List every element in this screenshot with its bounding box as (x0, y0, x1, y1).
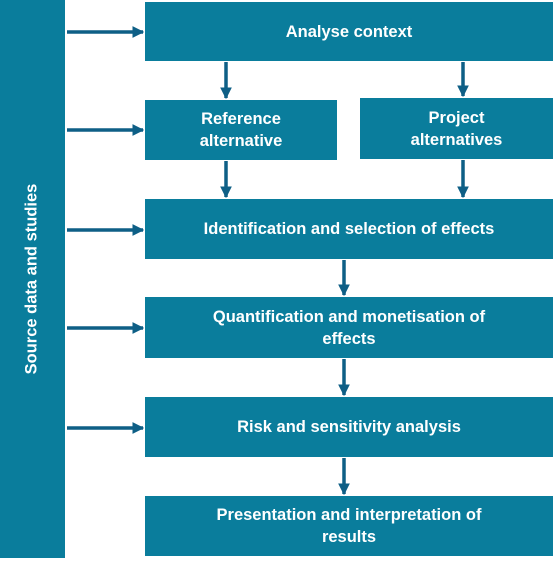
project-alternatives-box: Project alternatives (360, 98, 553, 159)
risk-sensitivity-box: Risk and sensitivity analysis (145, 397, 553, 457)
presentation-box: Presentation and interpretation of resul… (145, 496, 553, 556)
reference-alternative-box: Reference alternative (145, 100, 337, 160)
source-data-sidebar: Source data and studies (0, 0, 65, 558)
identification-box: Identification and selection of effects (145, 199, 553, 259)
quantification-box: Quantification and monetisation of effec… (145, 297, 553, 358)
analyse-context-box: Analyse context (145, 2, 553, 61)
